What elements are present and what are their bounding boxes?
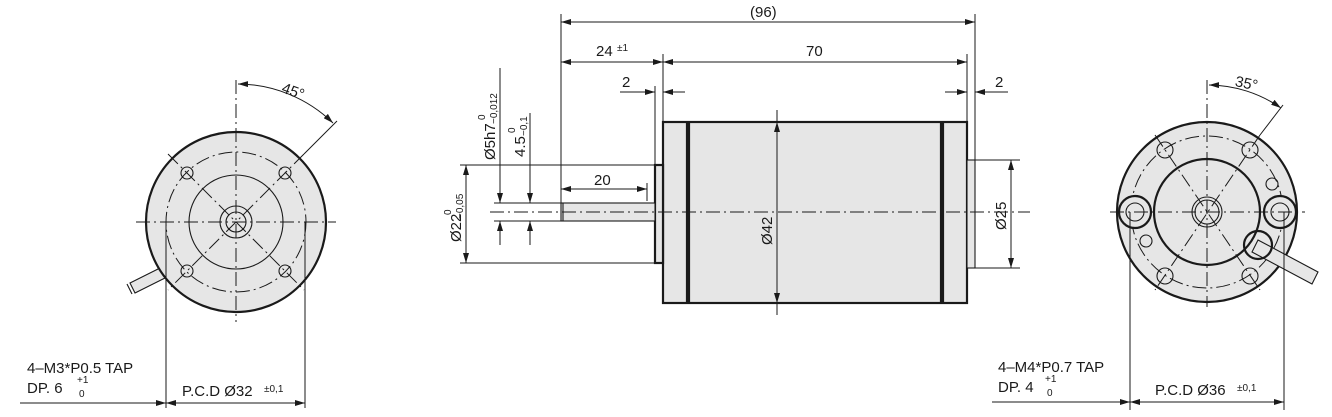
- pcd-label-left: P.C.D Ø32: [182, 383, 253, 400]
- boss-dia-tol-upper: 0: [443, 209, 454, 215]
- tap-tol-lower-right: 0: [1047, 388, 1053, 399]
- front-boss-label: 2: [622, 74, 630, 91]
- pcd-tol-left: ±0,1: [264, 384, 284, 395]
- tap-spec-right: 4–M4*P0.7 TAP: [998, 359, 1104, 376]
- rear-dia-label: Ø25: [993, 202, 1010, 230]
- shaft-length-label: 24: [596, 43, 613, 60]
- pcd-tol-right: ±0,1: [1237, 383, 1257, 394]
- front-boss: [653, 163, 665, 265]
- body-dia-label: Ø42: [759, 217, 776, 245]
- small-hole: [1265, 177, 1279, 191]
- flat-tol-upper: 0: [507, 127, 518, 133]
- boss-dia-label: Ø22: [448, 214, 465, 242]
- flat-tol-lower: −0,1: [519, 116, 530, 136]
- tap-depth-right: DP. 4: [998, 379, 1034, 396]
- tap-tol-upper-right: +1: [1045, 374, 1057, 385]
- shaft-dia-label: Ø5h7: [482, 123, 499, 160]
- cable-exit-right: [1242, 229, 1319, 285]
- shaft-length-tol: ±1: [617, 43, 628, 54]
- shaft: [560, 202, 656, 222]
- boss-dia-tol-lower: −0,05: [455, 193, 466, 219]
- body-length-label: 70: [806, 43, 823, 60]
- cable-stub-left: [126, 267, 166, 295]
- small-hole: [1139, 234, 1153, 248]
- tap-depth-left: DP. 6: [27, 380, 63, 397]
- flat-dim-label: 4.5: [512, 136, 529, 157]
- shaft-dia-tol-upper: 0: [477, 114, 488, 120]
- overall-length-label: (96): [750, 4, 777, 21]
- front-view: 45° 4–M3*P0.5 TAP DP. 6 +1 0 P.C.D Ø32 ±…: [20, 80, 338, 408]
- rear-boss: [966, 159, 976, 269]
- tap-tol-lower-left: 0: [79, 389, 85, 400]
- angle-label-right: 35°: [1234, 73, 1260, 94]
- rear-tap-holes: [1156, 141, 1259, 285]
- tap-tol-upper-left: +1: [77, 375, 89, 386]
- flat-length-label: 20: [594, 172, 611, 189]
- shaft-dia-tol-lower: −0,012: [489, 93, 500, 124]
- pcd-label-right: P.C.D Ø36: [1155, 382, 1226, 399]
- tap-holes: [180, 166, 292, 278]
- tap-spec-left: 4–M3*P0.5 TAP: [27, 360, 133, 377]
- rear-view: 35° 4–M4*P0.7 TAP DP. 4 +1 0 P.C.D Ø36 ±…: [992, 73, 1319, 410]
- side-view: (96) 24 ±1 70 2 2 20 Ø22 0 −0,05: [443, 4, 1030, 315]
- angle-label-left: 45°: [279, 80, 306, 104]
- rear-boss-label: 2: [995, 74, 1003, 91]
